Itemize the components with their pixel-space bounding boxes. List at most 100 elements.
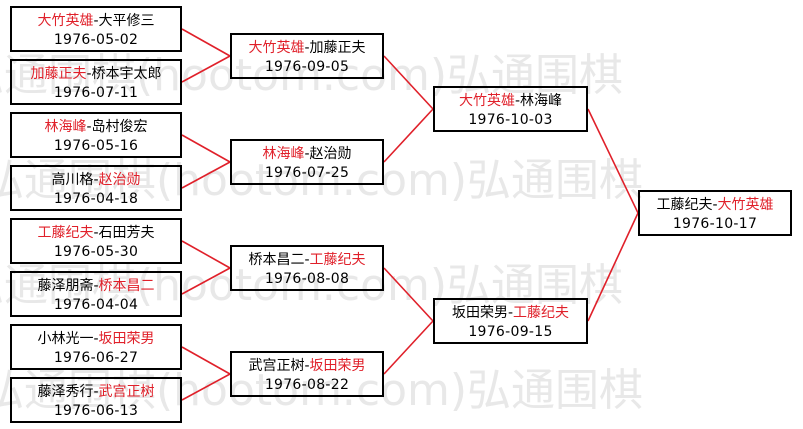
player-name: 大竹英雄: [248, 40, 305, 56]
connector-line: [181, 55, 231, 83]
vs-separator: -: [93, 225, 99, 241]
connector-line: [181, 134, 231, 163]
connector-line: [181, 161, 231, 189]
player-name: 高川格: [51, 172, 94, 188]
vs-separator: -: [304, 252, 310, 268]
connector-line: [383, 108, 434, 163]
player-name: 岛村俊宏: [91, 119, 148, 135]
connector-line: [383, 320, 434, 375]
match-players: 桥本昌二-工藤纪夫: [232, 251, 382, 270]
player-name: 武宫正树: [248, 358, 305, 374]
match-date: 1976-07-25: [264, 165, 350, 181]
match-players: 武宫正树-坂田荣男: [232, 357, 382, 376]
player-name: 林海峰: [520, 93, 563, 109]
match-players: 高川格-赵治勋: [12, 171, 180, 190]
player-name: 加藤正夫: [309, 40, 366, 56]
player-name: 武宫正树: [98, 384, 155, 400]
vs-separator: -: [304, 358, 310, 374]
match-date: 1976-09-15: [468, 324, 553, 340]
match-players: 大竹英雄-大平修三: [12, 12, 180, 31]
player-name: 坂田荣男: [309, 358, 366, 374]
player-name: 桥本昌二: [98, 278, 155, 294]
player-name: 坂田荣男: [451, 305, 508, 321]
match-players: 坂田荣男-工藤纪夫: [435, 304, 586, 323]
match-date: 1976-07-11: [53, 85, 139, 101]
match-players: 藤泽朋斋-桥本昌二: [12, 277, 180, 296]
connector-line: [181, 346, 231, 375]
vs-separator: -: [93, 384, 99, 400]
match-players: 工藤纪夫-石田芳夫: [12, 224, 180, 243]
connector-line: [181, 28, 231, 57]
player-name: 赵治勋: [98, 172, 141, 188]
player-name: 石田芳夫: [98, 225, 155, 241]
match-players: 藤泽秀行-武宫正树: [12, 383, 180, 402]
connector-line: [181, 267, 231, 295]
match-players: 林海峰-赵治勋: [232, 145, 382, 164]
vs-separator: -: [304, 146, 310, 162]
player-name: 加藤正夫: [30, 66, 87, 82]
match-players: 大竹英雄-加藤正夫: [232, 39, 382, 58]
player-name: 工藤纪夫: [513, 305, 570, 321]
player-name: 工藤纪夫: [309, 252, 366, 268]
player-name: 藤泽秀行: [37, 384, 94, 400]
connector-line: [587, 108, 639, 214]
vs-separator: -: [507, 305, 514, 321]
match-date: 1976-04-18: [53, 191, 139, 207]
player-name: 小林光一: [37, 331, 94, 347]
player-name: 大竹英雄: [717, 197, 774, 213]
match-date: 1976-06-13: [53, 403, 139, 419]
player-name: 工藤纪夫: [656, 197, 713, 213]
match-players: 林海峰-岛村俊宏: [12, 118, 180, 137]
player-name: 桥本宇太郎: [91, 66, 162, 82]
player-name: 大竹英雄: [458, 93, 515, 109]
vs-separator: -: [304, 40, 310, 56]
connector-line: [587, 212, 639, 322]
vs-separator: -: [86, 119, 92, 135]
connector-line: [383, 55, 434, 110]
match-date: 1976-05-16: [53, 138, 139, 154]
player-name: 林海峰: [44, 119, 87, 135]
connector-line: [181, 240, 231, 269]
match-players: 大竹英雄-林海峰: [435, 92, 586, 111]
vs-separator: -: [514, 93, 521, 109]
player-name: 林海峰: [262, 146, 305, 162]
player-name: 赵治勋: [309, 146, 352, 162]
match-date: 1976-08-22: [264, 377, 350, 393]
player-name: 坂田荣男: [98, 331, 155, 347]
vs-separator: -: [712, 197, 718, 213]
match-date: 1976-06-27: [53, 350, 139, 366]
connector-line: [181, 373, 231, 401]
match-date: 1976-08-08: [264, 271, 350, 287]
player-name: 藤泽朋斋: [37, 278, 94, 294]
match-date: 1976-04-04: [53, 297, 139, 313]
match-players: 小林光一-坂田荣男: [12, 330, 180, 349]
match-date: 1976-05-30: [53, 244, 139, 260]
match-players: 工藤纪夫-大竹英雄: [640, 196, 790, 215]
match-date: 1976-09-05: [264, 59, 350, 75]
connector-line: [383, 267, 434, 322]
vs-separator: -: [93, 172, 99, 188]
player-name: 大竹英雄: [37, 13, 94, 29]
vs-separator: -: [93, 278, 99, 294]
vs-separator: -: [93, 331, 99, 347]
player-name: 大平修三: [98, 13, 155, 29]
match-date: 1976-05-02: [53, 32, 139, 48]
player-name: 桥本昌二: [248, 252, 305, 268]
match-date: 1976-10-03: [468, 112, 553, 128]
vs-separator: -: [93, 13, 99, 29]
